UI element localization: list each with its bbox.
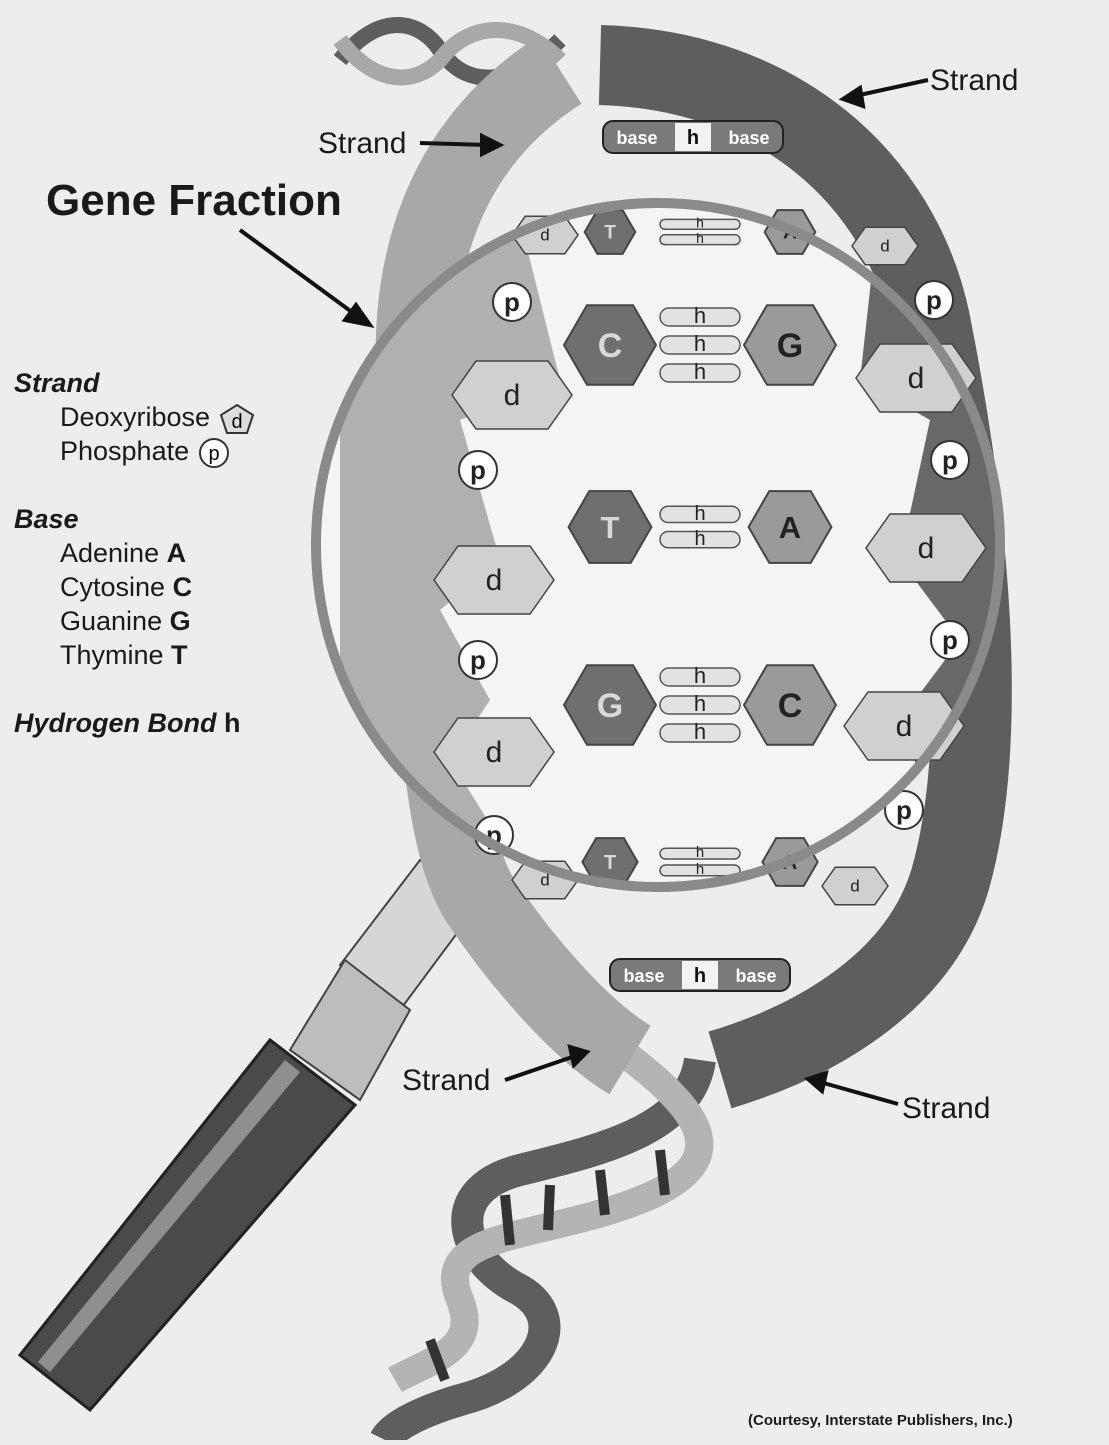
tag-middle: h xyxy=(694,965,706,987)
pentagon-d-icon: d xyxy=(218,403,256,435)
phosphate-group: p xyxy=(931,621,969,659)
legend-thymine: Thymine T xyxy=(60,640,188,671)
phosphate-label: p xyxy=(942,445,958,475)
bond-label: h xyxy=(694,719,706,744)
bond-label: h xyxy=(696,230,704,246)
legend-bond-symbol: h xyxy=(224,708,241,738)
bond-label: h xyxy=(696,861,704,878)
sugar-label: d xyxy=(850,877,859,896)
sugar-label: d xyxy=(486,736,503,769)
legend-strand-heading: Strand xyxy=(14,368,100,399)
legend-symbol: d xyxy=(231,411,242,433)
base-left-label: G xyxy=(597,687,623,725)
sugar-label: d xyxy=(908,362,925,395)
strand-label-upper-right: Strand xyxy=(930,64,1018,98)
base-left-label: C xyxy=(598,327,623,365)
legend-symbol: p xyxy=(208,443,219,465)
legend-symbol: G xyxy=(170,606,191,636)
base-right-label: A xyxy=(779,510,801,545)
legend-item-name: Adenine xyxy=(60,538,159,568)
phosphate-group: p xyxy=(915,281,953,319)
deoxyribose-sugar: d xyxy=(866,514,986,582)
deoxyribose-sugar: d xyxy=(852,227,918,264)
bond-label: h xyxy=(694,503,705,525)
base-right-label: G xyxy=(777,327,803,365)
legend-item-name: Thymine xyxy=(60,640,164,670)
hydrogen-bond: h xyxy=(660,528,740,550)
tag-left: base xyxy=(623,966,664,986)
legend-guanine: Guanine G xyxy=(60,606,191,637)
legend-symbol: A xyxy=(167,538,187,568)
strand-label-lower-right: Strand xyxy=(902,1092,990,1126)
sugar-label: d xyxy=(486,564,503,597)
tag-right: base xyxy=(735,966,776,986)
bottom-helix xyxy=(385,1050,700,1440)
diagram-title: Gene Fraction xyxy=(46,176,342,226)
legend-item-name: Cytosine xyxy=(60,572,165,602)
phosphate-group: p xyxy=(459,641,497,679)
deoxyribose-sugar: d xyxy=(434,546,554,614)
legend-base-heading: Base xyxy=(14,504,79,535)
bond-label: h xyxy=(694,663,706,688)
phosphate-label: p xyxy=(470,645,486,675)
base-left-label: T xyxy=(604,223,616,244)
deoxyribose-sugar: d xyxy=(452,361,572,429)
magnifier-handle xyxy=(20,860,478,1410)
phosphate-label: p xyxy=(896,795,912,825)
legend-item-name: Deoxyribose xyxy=(60,402,210,432)
legend-cytosine: Cytosine C xyxy=(60,572,192,603)
bond-label: h xyxy=(694,331,706,356)
tag-middle: h xyxy=(687,127,699,149)
phosphate-label: p xyxy=(942,625,958,655)
bond-label: h xyxy=(694,528,705,550)
phosphate-group: p xyxy=(931,441,969,479)
legend-phosphate: Phosphate p xyxy=(60,436,231,469)
base-right-label: C xyxy=(778,687,803,725)
base-left-label: T xyxy=(601,510,620,545)
bond-label: h xyxy=(696,215,704,231)
sugar-label: d xyxy=(918,532,935,565)
handle-grip xyxy=(20,1040,355,1410)
hydrogen-bond: h xyxy=(660,503,740,525)
tag-right: base xyxy=(728,128,769,148)
legend-adenine: Adenine A xyxy=(60,538,186,569)
legend-item-name: Guanine xyxy=(60,606,162,636)
phosphate-group: p xyxy=(493,283,531,321)
base-h-base-tag: base h base xyxy=(603,121,783,153)
phosphate-label: p xyxy=(470,455,486,485)
sugar-label: d xyxy=(504,379,521,412)
deoxyribose-sugar: d xyxy=(822,867,888,904)
strand-label-lower-left: Strand xyxy=(402,1064,490,1098)
handle-highlight xyxy=(38,1060,300,1372)
sugar-label: d xyxy=(896,710,913,743)
bond-label: h xyxy=(696,844,704,861)
sugar-label: d xyxy=(880,237,889,256)
bond-label: h xyxy=(694,303,706,328)
strand-label-upper-left: Strand xyxy=(318,127,406,161)
phosphate-group: p xyxy=(459,451,497,489)
phosphate-label: p xyxy=(926,285,942,315)
legend-symbol: T xyxy=(171,640,188,670)
bond-label: h xyxy=(694,359,706,384)
legend-bond-heading: Hydrogen Bond xyxy=(14,708,217,738)
credit-line: (Courtesy, Interstate Publishers, Inc.) xyxy=(748,1412,1013,1429)
legend-item-name: Phosphate xyxy=(60,436,189,466)
legend-symbol: C xyxy=(173,572,193,602)
base-h-base-tag: base h base xyxy=(610,959,790,991)
deoxyribose-sugar: d xyxy=(434,718,554,786)
legend-deoxyribose: Deoxyribose d xyxy=(60,402,256,435)
circle-p-icon: p xyxy=(197,437,231,469)
base-left-label: T xyxy=(604,852,616,874)
bond-label: h xyxy=(694,691,706,716)
legend-bond: Hydrogen Bond h xyxy=(14,708,241,739)
tag-left: base xyxy=(616,128,657,148)
phosphate-label: p xyxy=(504,287,520,317)
